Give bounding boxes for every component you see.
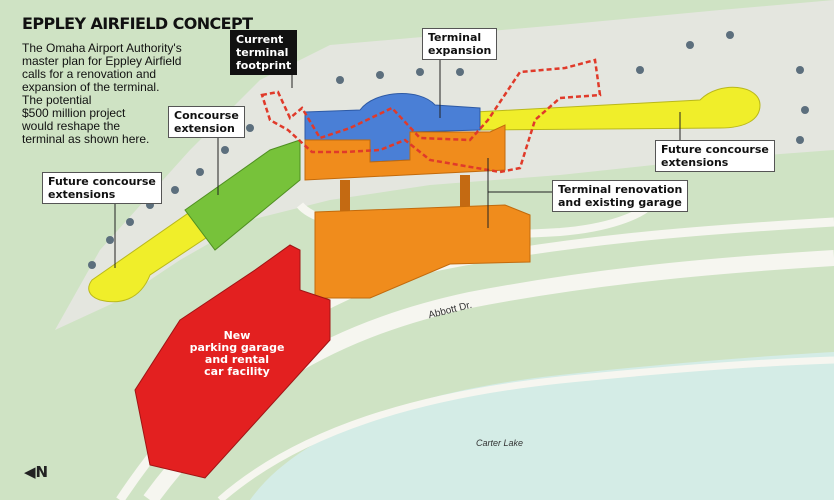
label-line: expansion [428,44,492,57]
label-line: extensions [48,188,116,201]
aircraft [221,146,229,154]
graphic-title: EPPLEY AIRFIELD CONCEPT [22,14,253,33]
label-line: parking garage [189,341,285,354]
label-terminal-renovation: Terminal renovation and existing garage [552,180,689,212]
label-line: Future concourse [48,175,156,188]
label-future-concourse-left: Future concourse extensions [42,172,162,204]
label-line: terminal [236,46,289,59]
label-line: extension [174,122,235,135]
aircraft [126,218,134,226]
label-line: footprint [236,59,292,72]
description-line: calls for a renovation and [22,67,157,81]
description-line: terminal as shown here. [22,132,150,146]
description-line: expansion of the terminal. [22,80,160,94]
north-arrow: ◀N [24,463,48,481]
description-line: would reshape the [22,119,121,133]
aircraft [456,68,464,76]
aircraft [801,106,809,114]
carter-lake [250,352,834,500]
label-line: Concourse [174,109,239,122]
lake-shore-road [217,356,834,500]
aircraft [376,71,384,79]
description-line: The Omaha Airport Authority's [22,41,182,55]
aircraft [336,76,344,84]
connector-pier [340,180,350,212]
label-line: car facility [204,365,270,378]
connector-pier [460,175,470,211]
label-concourse-extension: Concourse extension [168,106,245,138]
description-line: The potential [22,93,92,107]
concourse-extension [184,139,301,251]
future-concourse-right [474,86,761,131]
north-arrow-icon: ◀ [24,463,36,481]
new-parking-garage [134,244,331,479]
label-terminal-expansion: Terminal expansion [422,28,498,60]
label-line: Terminal [428,31,482,44]
aircraft [416,68,424,76]
description-line: master plan for Eppley Airfield [22,54,182,68]
label-new-parking-garage: New parking garage and rental car facili… [182,330,292,378]
aircraft [726,31,734,39]
label-current-footprint: Current terminal footprint [230,30,298,75]
label-line: Future concourse [661,143,769,156]
label-line: and existing garage [558,196,682,209]
aircraft [796,136,804,144]
current-terminal-footprint [260,58,602,174]
lake-label: Carter Lake [476,438,524,448]
description-line: $500 million project [22,106,126,120]
label-line: extensions [661,156,729,169]
label-line: Current [236,33,284,46]
label-line: New [223,329,251,342]
label-line: and rental [204,353,270,366]
graphic-description: The Omaha Airport Authority's master pla… [22,42,182,146]
aircraft [106,236,114,244]
aircraft [636,66,644,74]
aircraft [686,41,694,49]
label-line: Terminal renovation [558,183,683,196]
aircraft [246,124,254,132]
aircraft [796,66,804,74]
north-label: N [35,463,49,481]
aircraft [171,186,179,194]
future-concourse-left [88,204,219,303]
aircraft [196,168,204,176]
label-future-concourse-right: Future concourse extensions [655,140,775,172]
aircraft [88,261,96,269]
